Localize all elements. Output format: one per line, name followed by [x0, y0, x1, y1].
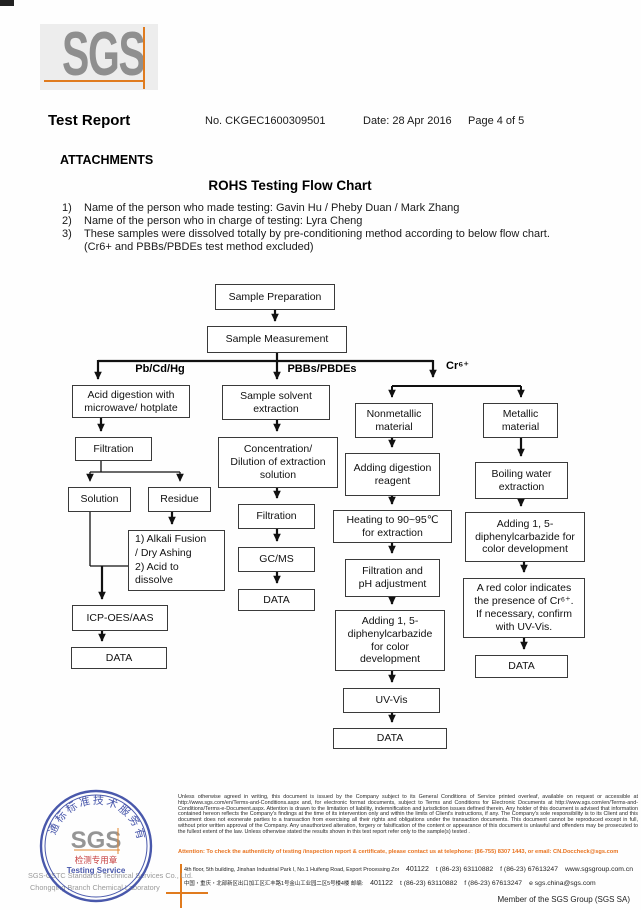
company-branch-line: Chongqing Branch Chemical Laboratory: [30, 883, 160, 892]
flow-node-sample_meas: Sample Measurement: [207, 326, 347, 353]
stamp-service-text: Testing Service: [67, 866, 126, 875]
flow-node-redcolor: A red color indicates the presence of Cr…: [463, 578, 585, 638]
flow-node-reagent: Adding digestion reagent: [345, 453, 440, 496]
flow-node-data1: DATA: [71, 647, 167, 669]
note-item-3: 3) These samples were dissolved totally …: [62, 228, 602, 241]
sgs-logo-vertical-line: [143, 27, 145, 89]
address-row-cn: 中国・重庆・北部新区出口加工区汇丰路1号金山工业园二区5号楼4楼 邮编: 401…: [184, 879, 636, 892]
flow-chart-title: ROHS Testing Flow Chart: [208, 178, 372, 193]
note-number: 2): [62, 215, 72, 227]
note-text: (Cr6+ and PBBs/PBDEs test method exclude…: [84, 241, 314, 253]
address-row-en: 4th floor, 5th building, Jinshan Industr…: [184, 866, 636, 879]
branch-label-pbbs-pbdes: PBBs/PBDEs: [287, 363, 357, 375]
note-text: These samples were dissolved totally by …: [84, 228, 550, 240]
flow-node-solution: Solution: [68, 487, 131, 512]
flow-node-boiling: Boiling water extraction: [475, 462, 568, 499]
fax: f (86-23) 67613247: [464, 880, 523, 887]
notes-list: 1) Name of the person who made testing: …: [62, 202, 602, 254]
website: www.sgsgroup.com.cn: [564, 866, 633, 873]
footer-orange-vertical-line: [180, 864, 182, 908]
flow-node-dpc_right: Adding 1, 5- diphenylcarbazide for color…: [465, 512, 585, 562]
flow-node-filt2: Filtration: [238, 504, 315, 529]
company-name-line: SGS-CSTC Standards Technical Services Co…: [28, 871, 193, 880]
flow-node-alkali: 1) Alkali Fusion / Dry Ashing 2) Acid to…: [128, 530, 225, 591]
address-english: 4th floor, 5th building, Jinshan Industr…: [184, 867, 399, 873]
testing-service-stamp: 通标标准技术服务有限公司 SGS 检测专用章 Testing Service: [36, 788, 153, 903]
report-number: No. CKGEC1600309501: [205, 115, 326, 127]
footer-orange-horizontal-line: [166, 892, 208, 894]
note-number: 3): [62, 228, 72, 240]
flow-node-filtph: Filtration and pH adjustment: [345, 559, 440, 597]
telephone: t (86-23) 63110882: [399, 880, 458, 887]
flow-node-sample_prep: Sample Preparation: [215, 284, 335, 310]
branch-label-cr6: Cr⁶⁺: [446, 360, 470, 372]
postcode: 401122: [406, 866, 429, 873]
flow-node-heating: Heating to 90~95℃ for extraction: [333, 510, 452, 543]
flow-node-filt1: Filtration: [75, 437, 152, 461]
note-item-1: 1) Name of the person who made testing: …: [62, 202, 602, 215]
sgs-logo: SGS: [62, 20, 146, 89]
legal-disclaimer: Unless otherwise agreed in writing, this…: [178, 794, 638, 835]
email: e sgs.china@sgs.com: [529, 880, 596, 887]
address-block: 4th floor, 5th building, Jinshan Industr…: [184, 866, 636, 892]
report-date: Date: 28 Apr 2016: [363, 115, 452, 127]
sgs-logo-horizontal-line: [44, 80, 144, 82]
report-title: Test Report: [48, 112, 131, 129]
flow-node-acid: Acid digestion with microwave/ hotplate: [72, 385, 190, 418]
flow-node-metallic: Metallic material: [483, 403, 558, 438]
branch-label-pb-cd-hg: Pb/Cd/Hg: [135, 363, 185, 375]
note-text: Name of the person who in charge of test…: [84, 215, 363, 227]
fax: f (86-23) 67613247: [500, 866, 558, 873]
scan-corner-artifact: [0, 0, 14, 6]
flow-node-conc: Concentration/ Dilution of extraction so…: [218, 437, 338, 488]
attachments-heading: ATTACHMENTS: [60, 153, 154, 167]
flow-node-residue: Residue: [148, 487, 211, 512]
postcode: 401122: [370, 880, 393, 887]
note-text: Name of the person who made testing: Gav…: [84, 202, 460, 214]
flow-node-nonmet: Nonmetallic material: [355, 403, 433, 438]
flow-node-data3: DATA: [333, 728, 447, 749]
attention-notice: Attention: To check the authenticity of …: [178, 849, 619, 855]
report-page-indicator: Page 4 of 5: [468, 115, 525, 127]
flow-node-dpc_mid: Adding 1, 5- diphenylcarbazide for color…: [335, 610, 445, 671]
note-number: 1): [62, 202, 72, 214]
stamp-red-text: 检测专用章: [75, 855, 118, 865]
flow-node-data4: DATA: [475, 655, 568, 678]
flow-node-uvvis: UV-Vis: [343, 688, 440, 713]
flow-node-icp: ICP-OES/AAS: [72, 605, 168, 631]
sgs-logo-background: [40, 24, 158, 90]
note-item-3-continued: (Cr6+ and PBBs/PBDEs test method exclude…: [62, 241, 602, 254]
flow-node-solvent: Sample solvent extraction: [222, 385, 330, 420]
telephone: t (86-23) 63110882: [435, 866, 494, 873]
member-of-sgs-group: Member of the SGS Group (SGS SA): [497, 895, 631, 904]
note-item-2: 2) Name of the person who in charge of t…: [62, 215, 602, 228]
flowchart-connectors: [86, 310, 528, 723]
flow-node-data2: DATA: [238, 589, 315, 611]
flow-node-gcms: GC/MS: [238, 547, 315, 572]
address-chinese: 中国・重庆・北部新区出口加工区汇丰路1号金山工业园二区5号楼4楼 邮编:: [184, 881, 364, 887]
